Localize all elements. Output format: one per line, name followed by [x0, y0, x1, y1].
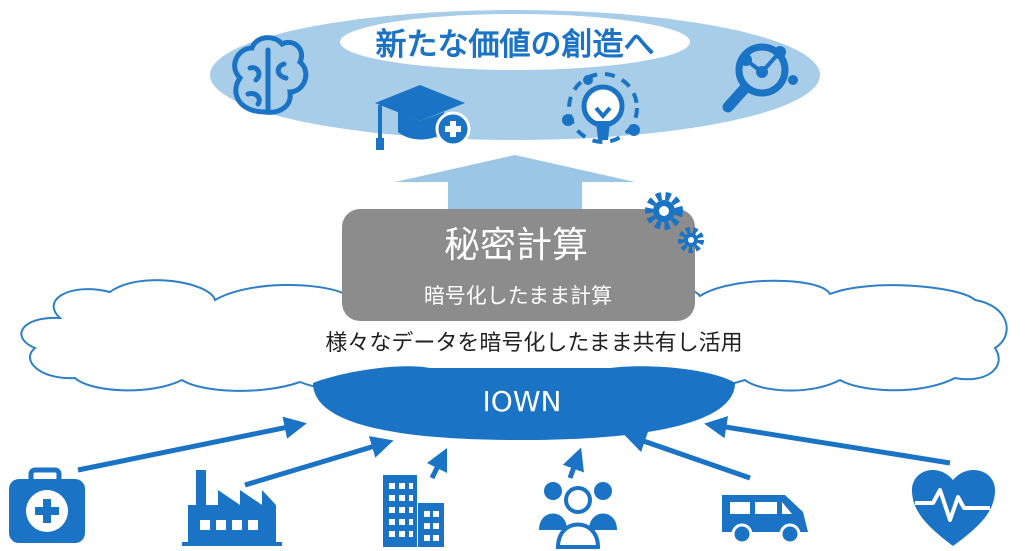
people-icon — [539, 482, 617, 549]
core-subtitle: 暗号化したまま計算 — [424, 284, 612, 308]
iown-label: IOWN — [483, 385, 562, 418]
cloud-text: 様々なデータを暗号化したまま共有し活用 — [325, 331, 742, 356]
arrow-people — [562, 447, 584, 479]
goal-title: 新たな価値の創造へ — [376, 27, 655, 63]
buildings-icon — [383, 475, 444, 547]
arrow-buildings — [426, 447, 448, 480]
heart-pulse-icon — [912, 469, 995, 546]
data-cloud: 様々なデータを暗号化したまま共有し活用 — [20, 279, 1008, 392]
core-title: 秘密計算 — [444, 225, 588, 266]
van-icon — [722, 495, 808, 545]
arrow-factory — [244, 436, 394, 488]
medical-kit-icon — [9, 467, 85, 543]
upward-arrow — [395, 155, 635, 212]
brain-icon — [232, 35, 309, 115]
factory-icon — [182, 470, 282, 546]
arrow-van — [623, 430, 751, 481]
arrow-medical — [77, 416, 307, 473]
gears-icon — [645, 192, 704, 253]
source-arrows — [77, 416, 951, 488]
arrow-heart — [704, 416, 951, 466]
iown-network: IOWN — [313, 366, 735, 440]
magnifier-network-icon — [722, 43, 798, 113]
secure-computation-box: 秘密計算 暗号化したまま計算 — [342, 209, 695, 321]
goal-ellipse: 新たな価値の創造へ — [210, 10, 820, 140]
lightbulb-icon — [562, 72, 640, 144]
graduation-cap-icon — [375, 85, 471, 150]
